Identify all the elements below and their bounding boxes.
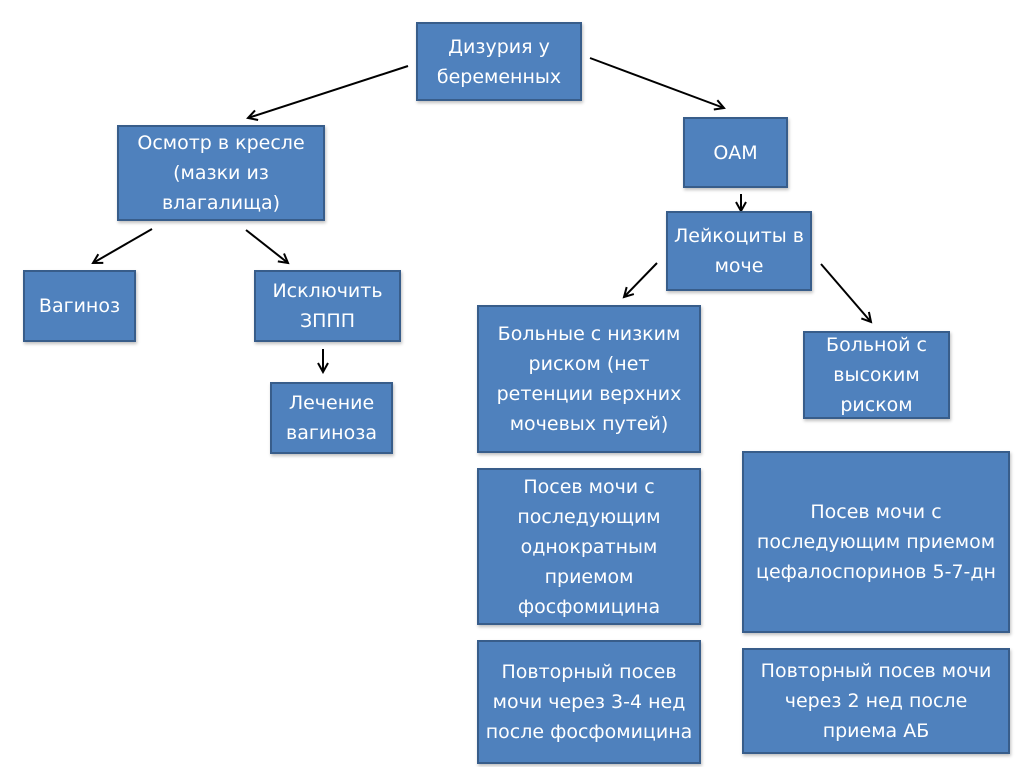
node-low-culture: Посев мочи с последующим однократным при… [477,468,701,625]
node-exclude-sti: Исключить ЗППП [254,270,401,342]
node-low-culture-label: Посев мочи с последующим однократным при… [517,475,661,618]
node-low-risk: Больные с низким риском (нет ретенции ве… [477,305,701,453]
arrow-exam-to-exclude-sti [245,229,288,263]
arrow-leukocytes-to-high-risk [820,263,871,322]
node-high-culture: Посев мочи с последующим приемом цефалос… [742,451,1010,633]
arrow-root-to-oam [589,57,724,108]
node-low-repeat-label: Повторный посев мочи через 3-4 нед после… [485,661,693,743]
node-high-risk: Больной с высоким риском [803,331,950,419]
node-exclude-sti-label: Исключить ЗППП [272,280,383,332]
node-high-repeat: Повторный посев мочи через 2 нед после п… [742,648,1010,754]
node-exam: Осмотр в кресле (мазки из влагалища) [117,125,325,221]
node-vaginosis: Вагиноз [23,270,136,342]
node-low-risk-label: Больные с низким риском (нет ретенции ве… [496,323,682,435]
node-high-repeat-label: Повторный посев мочи через 2 нед после п… [760,660,992,742]
node-root-label: Дизурия у беременных [436,35,562,88]
node-oam-label: ОАМ [713,141,758,164]
node-high-risk-label: Больной с высоким риском [826,334,927,416]
node-treat-vaginosis-label: Лечение вагиноза [286,392,377,444]
node-exam-label: Осмотр в кресле (мазки из влагалища) [137,132,305,214]
node-leukocytes: Лейкоциты в моче [666,211,812,291]
node-low-repeat: Повторный посев мочи через 3-4 нед после… [477,640,701,764]
arrow-root-to-exam [248,65,409,118]
node-vaginosis-label: Вагиноз [38,295,121,317]
node-high-culture-label: Посев мочи с последующим приемом цефалос… [756,501,996,583]
arrow-exam-to-vaginosis [93,228,153,263]
node-leukocytes-label: Лейкоциты в моче [673,225,804,277]
node-treat-vaginosis: Лечение вагиноза [270,382,393,454]
node-oam: ОАМ [683,117,788,188]
arrow-leukocytes-to-low-risk [624,262,658,297]
node-root: Дизурия у беременных [416,22,582,101]
